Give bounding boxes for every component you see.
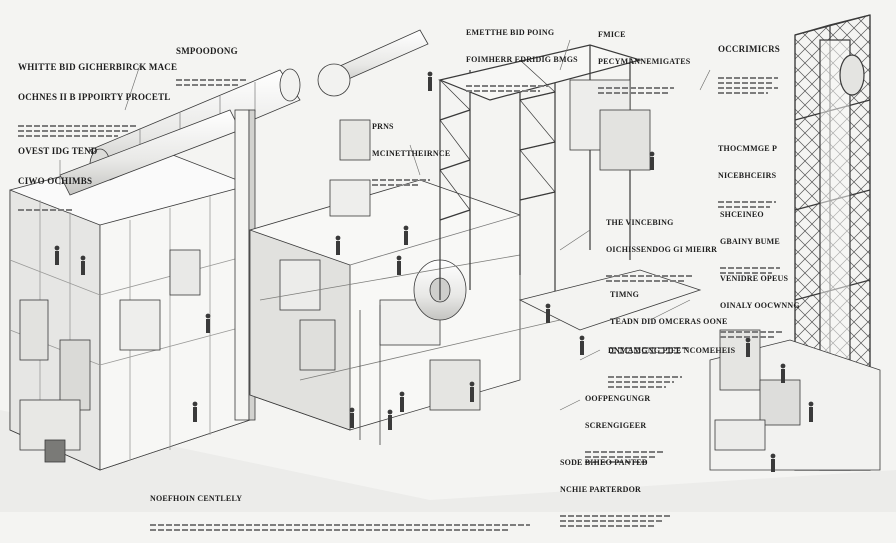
callout-title: FMICE <box>598 30 626 39</box>
callout-title: OVEST IDG TEND <box>18 146 98 156</box>
callout-top-right-center: FMICE PECYMANNEMIGATES <box>598 12 690 106</box>
callout-right-mid-e: TIMNG TEADN DID OMCERAS OONE <box>610 272 728 366</box>
right-lattice-tower <box>709 14 881 471</box>
callout-title: VENIDRE OPEUS <box>720 274 789 283</box>
callout-right-low-a: DNMAMGNG PIFE NCOMEHEIS <box>608 328 735 400</box>
callout-subtitle: FOIMHERR EDRIDIG BMGS <box>466 55 578 64</box>
center-gantry <box>438 44 702 331</box>
callout-right-mid-c: THE VINCEBING OICHISSENDOG GI MIEIRR <box>606 200 717 294</box>
callout-subtitle: OINALY OOCWNNG <box>720 301 800 310</box>
callout-title: DNMAMGNG PIFE NCOMEHEIS <box>608 346 736 355</box>
callout-leaders <box>59 39 711 411</box>
callout-title: THE VINCEBING <box>606 218 674 227</box>
callout-bottom-right: SODE BHIEO PANTED NCHIE PARTERDOR <box>560 440 670 539</box>
callout-top-center: EMETTHE BID POING FOIMHERR EDRIDIG BMGS <box>466 10 578 104</box>
callout-top-left: WHITTE BID GICHERBIRCK MACE OCHNES II B … <box>18 42 177 150</box>
callout-title: EMETTHE BID POING <box>466 28 555 37</box>
callout-subtitle: OCHNES II B IPPOIRTY PROCETL <box>18 92 171 102</box>
callout-right-mid-d: VENIDRE OPEUS OINALY OOCWNNG <box>720 256 800 350</box>
center-machinery <box>249 119 561 445</box>
callout-title: NOEFHOIN CENTLELY <box>150 494 243 503</box>
callout-subtitle: MCINETTHEIRNCE <box>372 149 451 158</box>
callout-subtitle: NICEBHCEIRS <box>718 171 777 180</box>
callout-right-mid-a: THOCMMGE P NICEBHCEIRS <box>718 126 777 220</box>
isometric-factory-illustration <box>0 14 896 512</box>
left-factory-block <box>9 149 251 471</box>
callout-title: SODE BHIEO PANTED <box>560 458 648 467</box>
callout-right-low-b: OOFPENGUNGR SCRENGIGEER <box>585 376 663 475</box>
callout-subtitle: NCHIE PARTERDOR <box>560 485 642 494</box>
callout-title: TIMNG <box>610 290 639 299</box>
callout-top-center-left: SMPOODONG <box>176 26 246 99</box>
callout-title: OOFPENGUNGR <box>585 394 651 403</box>
callout-title: WHITTE BID GICHERBIRCK MACE <box>18 62 178 72</box>
callout-title: PRNS <box>372 122 394 131</box>
callout-title: SHCEINEO <box>720 210 764 219</box>
callout-subtitle: OICHISSENDOG GI MIEIRR <box>606 245 718 254</box>
callout-right-mid-b: SHCEINEO GBAINY BUME <box>720 192 780 286</box>
callout-subtitle: SCRENGIGEER <box>585 421 647 430</box>
callout-bottom-left: NOEFHOIN CENTLELY <box>150 476 530 543</box>
callout-center-mid: PRNS MCINETTHEIRNCE <box>372 104 450 198</box>
ground-plane <box>0 410 896 512</box>
callout-top-right: OCCRIMICRS <box>718 24 780 107</box>
main-pipes <box>59 29 429 196</box>
workers <box>54 71 814 472</box>
callout-subtitle: PECYMANNEMIGATES <box>598 57 691 66</box>
callout-left-mid: OVEST IDG TEND CIWO OCHIMBS <box>18 126 98 224</box>
callout-subtitle: GBAINY BUME <box>720 237 780 246</box>
callout-subtitle: TEADN DID OMCERAS OONE <box>610 317 728 326</box>
callout-title: THOCMMGE P <box>718 144 778 153</box>
callout-subtitle: CIWO OCHIMBS <box>18 176 93 186</box>
callout-title: OCCRIMICRS <box>718 44 781 54</box>
callout-title: SMPOODONG <box>176 46 238 56</box>
